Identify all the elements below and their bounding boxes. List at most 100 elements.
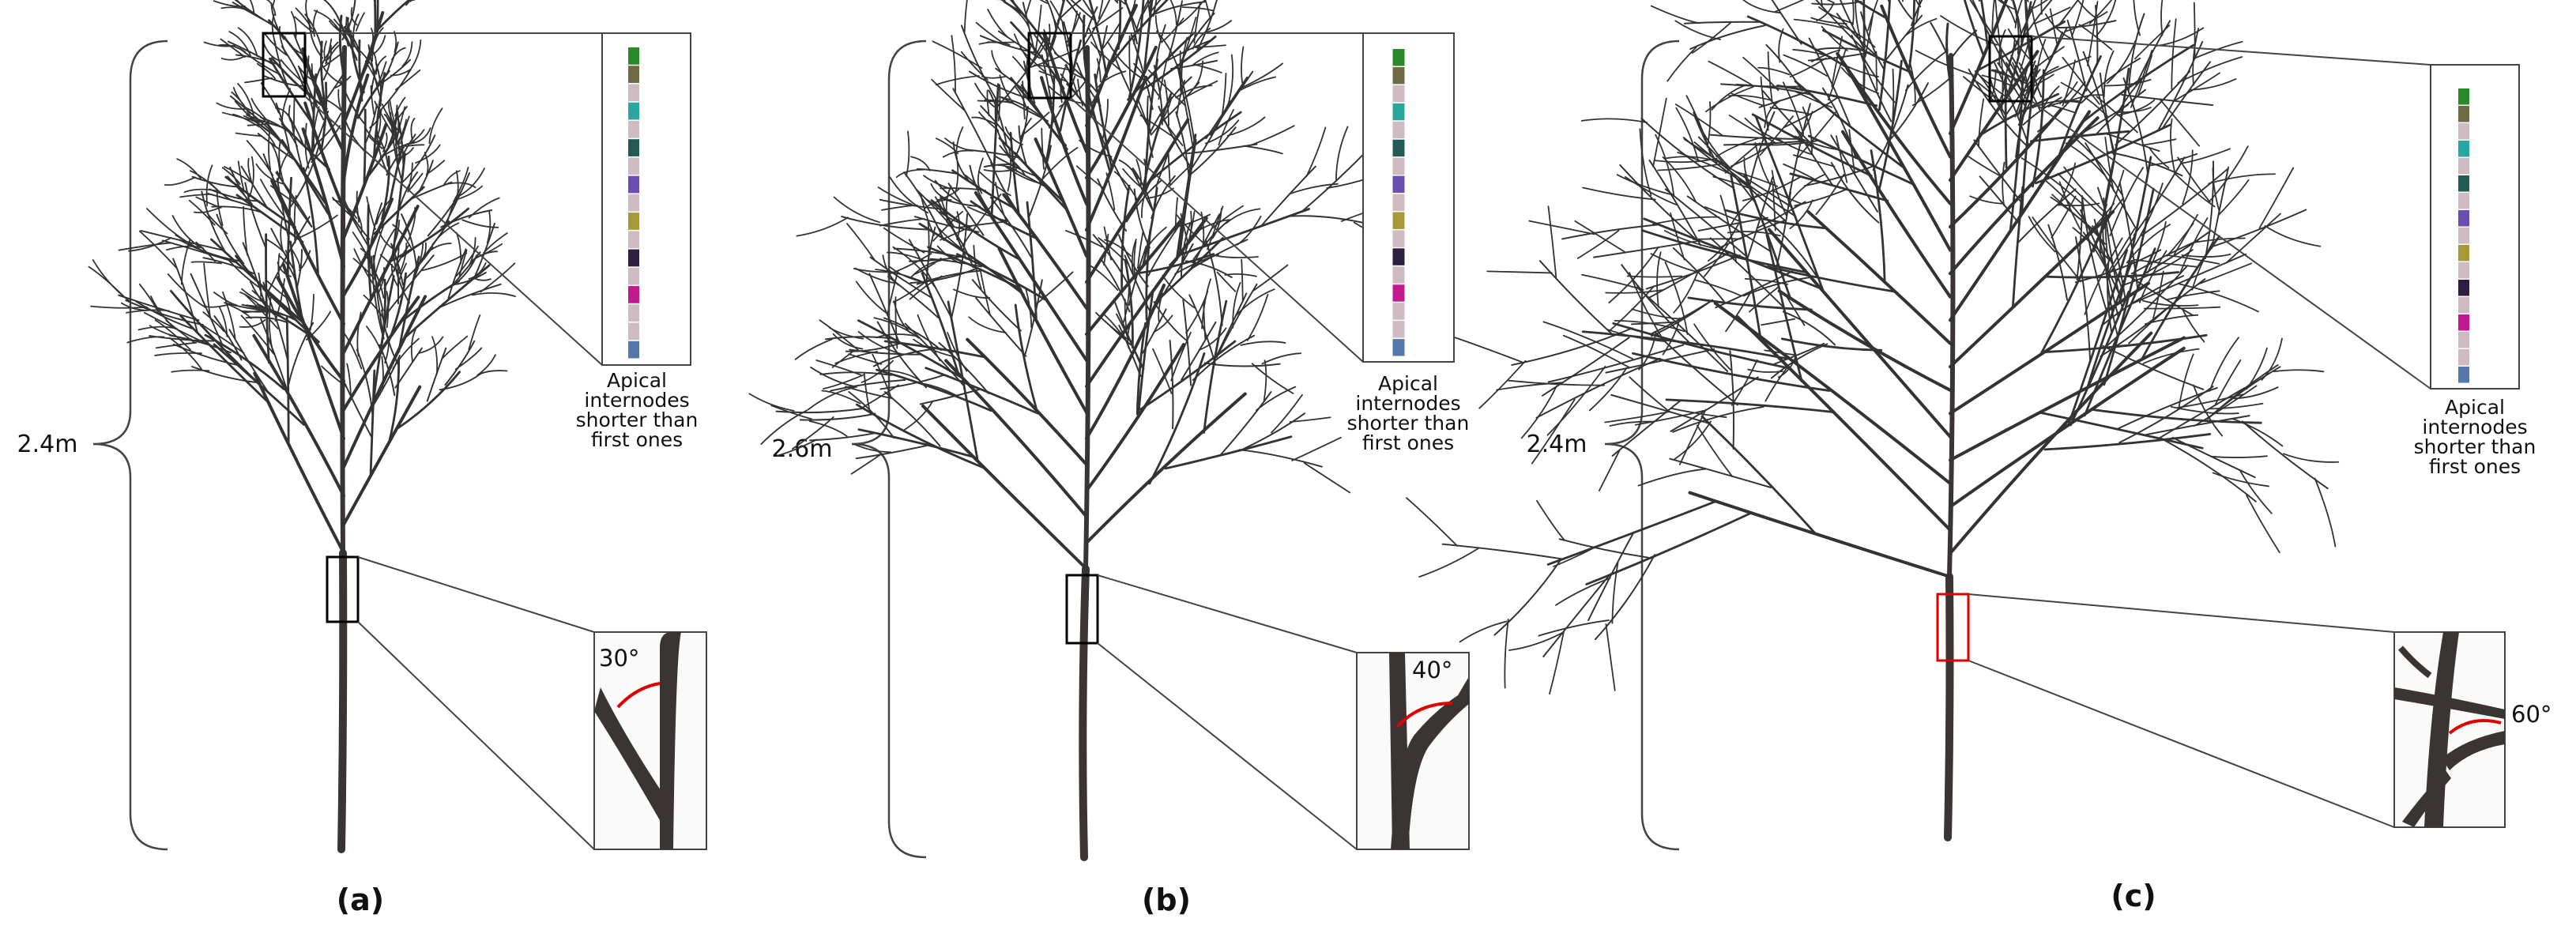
tree-branch [2031, 6, 2051, 61]
tree-branch [1815, 174, 1845, 216]
tree-branch [394, 96, 406, 117]
tree-branch [2177, 156, 2211, 203]
tree-branch [1693, 115, 1718, 164]
tree-branch [264, 33, 288, 56]
tree-branch [2133, 258, 2198, 268]
tree-branch [1803, 165, 1875, 187]
tree-branch [1124, 258, 1134, 349]
tree-branch [396, 147, 414, 160]
panel-a: 2.4m Apical internodes shorter than firs… [17, 0, 707, 917]
tree-branch [1256, 386, 1297, 412]
tree-branch [1064, 65, 1087, 80]
tree-branch [2012, 62, 2025, 93]
tree-branch [1222, 73, 1227, 115]
tree-branch [204, 333, 285, 390]
tree-branch [270, 2, 285, 40]
tree-branch [857, 428, 976, 459]
tree-branch [229, 166, 254, 208]
tree-branch [1639, 128, 1652, 197]
tree-branch [440, 209, 493, 228]
tree-branch [1652, 97, 1667, 167]
tree [88, 0, 516, 853]
tree-branch [1624, 175, 1678, 205]
tree-branch [1135, 253, 1215, 275]
tree-branch [1773, 342, 1825, 365]
tree-branch [410, 329, 416, 363]
tree-branch [458, 249, 468, 277]
tree-branch [1139, 340, 1237, 411]
tree-branch [2122, 249, 2194, 286]
tree-branch [808, 420, 848, 438]
tree-branch [258, 272, 262, 297]
tree-branch [1301, 152, 1366, 213]
tree-branch [1085, 118, 1190, 284]
panel-caption: (c) [2111, 879, 2156, 913]
tree-branch [1201, 0, 1207, 3]
tree-branch [202, 257, 255, 275]
tree-branch [2069, 290, 2130, 427]
tree-branch [461, 219, 499, 228]
internode-segment [2458, 88, 2469, 105]
tree-branch [2103, 78, 2152, 87]
tree-branch [1762, 90, 1814, 147]
tree-branch [387, 357, 401, 444]
tree-branch [379, 58, 412, 85]
tree-branch [853, 443, 892, 454]
internode-segment [628, 139, 639, 156]
tree-branch [879, 218, 925, 227]
tree-branch [792, 416, 834, 450]
tree-branch [1905, 17, 1938, 36]
tree-branch [367, 35, 386, 58]
tree-branch [1118, 159, 1139, 179]
svg-text:first ones: first ones [2429, 455, 2521, 478]
tree-branch [1504, 619, 1509, 689]
tree-branch [1709, 237, 1785, 309]
tree-branch [281, 88, 292, 126]
tree-branch [980, 105, 1013, 143]
tree-branch [1731, 359, 1758, 406]
tree-branch [854, 267, 897, 284]
tree-branch [883, 227, 925, 254]
tree-branch [1944, 573, 1954, 841]
tree-branch [1085, 45, 1158, 179]
tree-branch [821, 390, 861, 405]
tree-branch [913, 338, 953, 357]
tree-branch [1290, 183, 1339, 194]
tree-branch [401, 41, 413, 67]
tree-branch [846, 223, 876, 262]
tree-branch [1075, 62, 1102, 107]
apical-internodes-annotation: Apical internodes shorter than first one… [2414, 396, 2536, 478]
tree-branch [1014, 152, 1068, 210]
tree-branch [2138, 250, 2167, 303]
tree-branch [342, 73, 370, 183]
tree-branch [2273, 369, 2325, 373]
tree-branch [342, 198, 394, 297]
tree-branch [908, 239, 952, 318]
tree-branch [1729, 350, 1734, 450]
tree-branch [1975, 81, 2001, 102]
tree-branch [394, 127, 399, 168]
tree-branch [201, 190, 226, 253]
tree-branch [1170, 59, 1218, 70]
tree-branch [1541, 337, 1630, 397]
tree-branch [1528, 220, 1595, 235]
tree-branch [987, 9, 1008, 38]
tree-branch [1764, 100, 1781, 129]
tree-branch [796, 216, 849, 237]
tree-branch [1226, 116, 1266, 137]
tree-branch [1493, 559, 1562, 636]
tree-branch [216, 213, 245, 265]
tree-branch [405, 0, 412, 6]
tree-branch [1034, 137, 1088, 258]
tree-branch [1542, 321, 1634, 360]
internode-segment [1392, 339, 1405, 356]
tree-branch [1263, 359, 1267, 401]
tree-branch [391, 47, 406, 61]
tree-branch [1226, 54, 1234, 107]
tree-branch [2147, 220, 2167, 274]
tree-branch [1205, 76, 1248, 140]
tree-branch [2024, 0, 2032, 62]
tree-branch [2072, 227, 2109, 259]
tree-branch [1099, 258, 1131, 313]
tree-branch [269, 185, 299, 207]
